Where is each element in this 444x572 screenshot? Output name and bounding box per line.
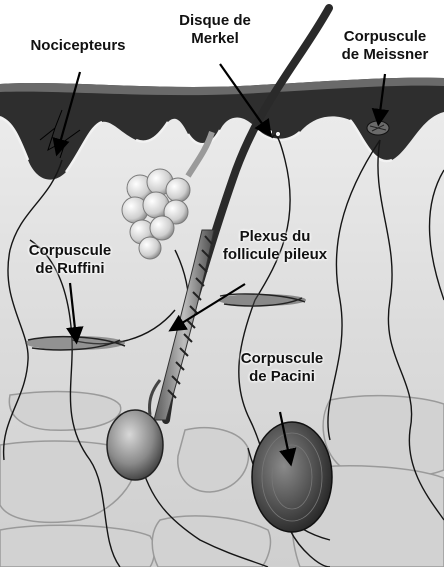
label-pacini-corpuscle: Corpuscule de Pacini [222, 350, 342, 386]
pacini-corpuscle [252, 422, 332, 532]
label-hair-follicle-plexus: Plexus du follicule pileux [205, 228, 345, 264]
label-nociceptors: Nocicepteurs [8, 37, 148, 55]
label-ruffini-corpuscle: Corpuscule de Ruffini [18, 242, 122, 278]
label-merkel-disc: Disque de Merkel [160, 12, 270, 48]
ruffini-ending-mid [218, 294, 306, 306]
label-meissner-corpuscle: Corpuscule de Meissner [330, 28, 440, 64]
meissner-corpuscle [367, 121, 389, 135]
